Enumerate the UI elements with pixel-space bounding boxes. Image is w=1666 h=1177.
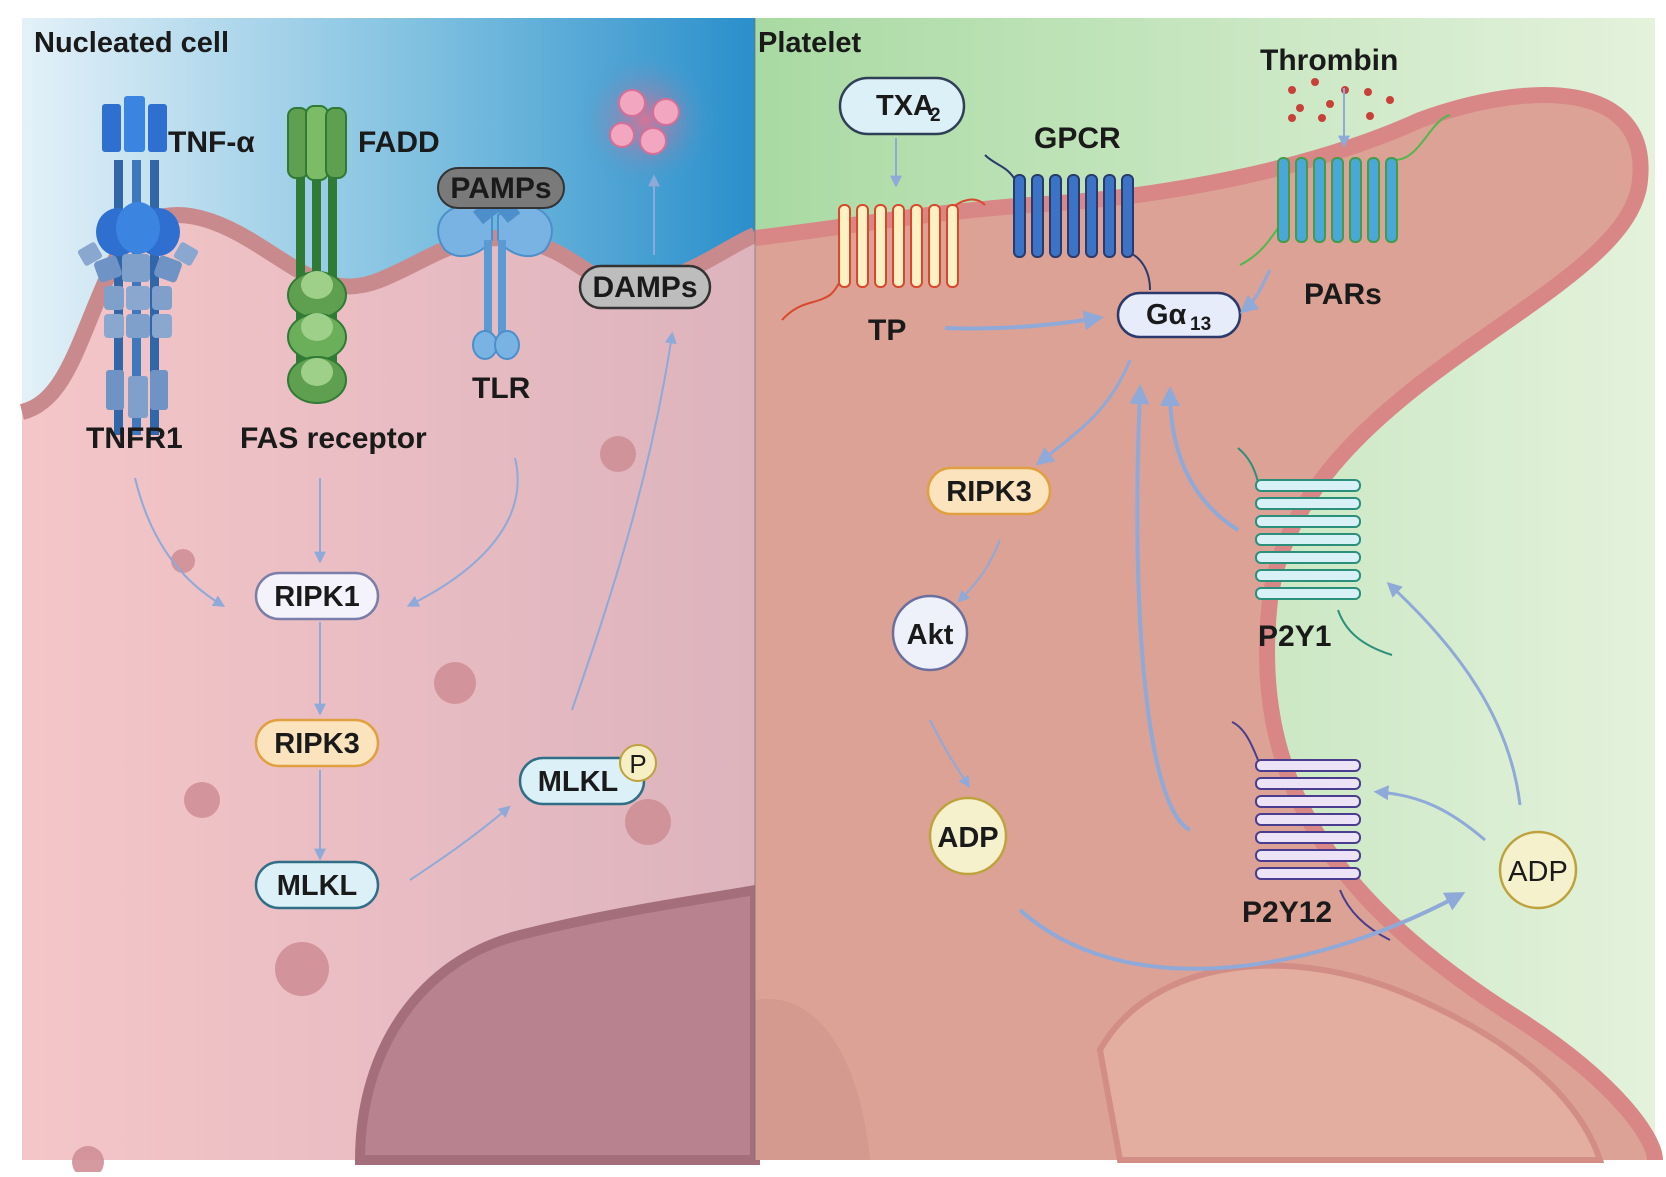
adp-inner-node: ADP — [928, 796, 1008, 876]
fas-receptor-label: FAS receptor — [240, 422, 427, 455]
mlkl-label: MLKL — [277, 870, 358, 902]
platelet-inner-fold-left — [755, 999, 870, 1160]
p2y12-receptor-icon — [1231, 721, 1391, 941]
nucleus — [354, 884, 760, 1165]
tnfr1-receptor-icon — [77, 96, 199, 435]
tp-receptor-icon — [781, 198, 986, 321]
txa2-label: TXA — [876, 90, 934, 122]
p2y1-receptor-icon — [1237, 447, 1393, 656]
tnfr1-label: TNFR1 — [86, 422, 183, 455]
platelet-body — [755, 95, 1655, 1160]
pars-receptor-icon — [1239, 114, 1451, 266]
txa2-badge: TXA 2 — [838, 76, 966, 136]
platelet-title: Platelet — [758, 27, 861, 59]
ripk1-node: RIPK1 — [254, 571, 380, 621]
pars-label: PARs — [1304, 278, 1382, 311]
damps-label: DAMPs — [592, 271, 697, 304]
phospho-label: P — [629, 749, 646, 779]
akt-label: Akt — [907, 619, 954, 651]
gpcr-label: GPCR — [1034, 122, 1121, 155]
phosphorylated-mlkl-node: MLKL P — [518, 744, 657, 806]
p2y1-label: P2Y1 — [1258, 620, 1331, 653]
mlkl-p-label: MLKL — [538, 766, 619, 798]
right-pathway-arrows — [929, 269, 1522, 971]
pamps-label: PAMPs — [450, 172, 551, 205]
fadd-label: FADD — [358, 126, 440, 159]
ripk3-label-left: RIPK3 — [274, 728, 359, 760]
ga13-label: Gα — [1146, 299, 1187, 331]
txa2-subscript: 2 — [930, 105, 941, 126]
cytoplasm-vesicles — [72, 436, 671, 1177]
damps-badge: DAMPs — [578, 264, 712, 310]
tnf-alpha-label: TNF-α — [168, 126, 255, 159]
ga13-node: Gα 13 — [1116, 291, 1242, 339]
ga13-subscript: 13 — [1190, 314, 1211, 335]
p2y12-label: P2Y12 — [1242, 896, 1332, 929]
adp-inner-label: ADP — [937, 822, 998, 854]
left-panel: TNF-α TNFR1 FADD FAS receptor — [19, 18, 760, 1177]
nucleated-cell-title: Nucleated cell — [34, 27, 229, 59]
adp-outer-node: ADP — [1498, 830, 1578, 910]
tlr-label: TLR — [472, 372, 531, 405]
ripk3-node-right: RIPK3 — [926, 466, 1052, 516]
left-pathway-arrows — [134, 331, 677, 881]
ripk3-label-right: RIPK3 — [946, 476, 1031, 508]
ripk3-node-left: RIPK3 — [254, 718, 380, 768]
akt-node: Akt — [891, 594, 969, 672]
pamps-badge: PAMPs — [437, 167, 565, 209]
thrombin-label: Thrombin — [1260, 44, 1398, 77]
tlr-receptor-icon — [437, 196, 553, 360]
fas-receptor-icon — [287, 105, 347, 404]
platelet-inner-fold — [1096, 962, 1605, 1163]
damps-release-glow — [575, 50, 715, 190]
damps-particles-icon — [609, 89, 680, 155]
right-panel: TXA 2 TP — [754, 18, 1663, 1163]
gpcr-icon — [984, 154, 1151, 291]
ripk1-label: RIPK1 — [274, 581, 359, 613]
adp-outer-label: ADP — [1508, 856, 1568, 888]
tp-label: TP — [868, 314, 906, 347]
mlkl-node: MLKL — [254, 860, 380, 910]
